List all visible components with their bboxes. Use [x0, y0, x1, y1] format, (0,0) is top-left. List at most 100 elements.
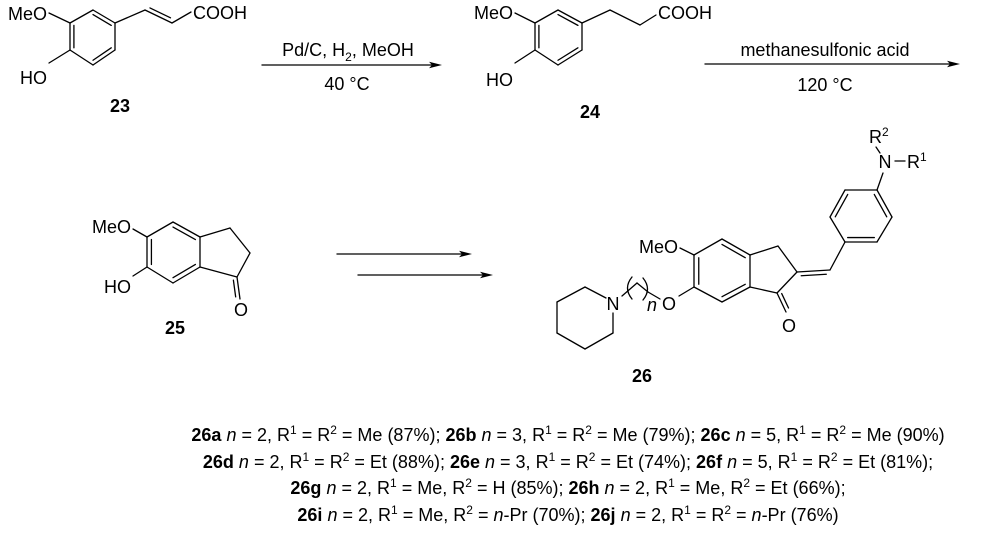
compound-26: MeO O O N n N R1 R2 26: [607, 125, 928, 386]
compound-25: MeO HO O 25: [92, 217, 248, 338]
double-bond: [144, 9, 173, 24]
carboxyl-label: COOH: [193, 3, 247, 23]
ring-bond: [172, 221, 201, 238]
bond-line: [679, 247, 695, 256]
bond-layer: [48, 7, 960, 350]
bond-line: [114, 9, 146, 24]
carboxyl-label: COOH: [658, 3, 712, 23]
aromatic-inner-bond: [873, 193, 888, 218]
methoxy-label: MeO: [639, 237, 678, 257]
ring-bond: [92, 49, 116, 66]
bond-line: [556, 332, 586, 350]
arrowhead-icon: [429, 61, 442, 69]
bond-line: [749, 286, 778, 294]
ring-bond: [69, 9, 94, 24]
aromatic-inner-bond: [834, 193, 849, 218]
bond-line: [829, 241, 846, 271]
variant-list: 26a n = 2, R1 = R2 = Me (87%); 26b n = 3…: [191, 423, 944, 525]
variant-label: 26i: [297, 505, 322, 525]
ring-bond: [146, 266, 174, 284]
arrowhead-icon: [480, 271, 493, 279]
conditions-label: 120 °C: [797, 75, 852, 95]
bond-line: [875, 146, 881, 154]
bond-line: [556, 286, 586, 303]
ring-bond: [829, 189, 846, 218]
compound-label: 23: [110, 96, 130, 116]
bond-line: [229, 227, 251, 254]
ring-bond: [693, 286, 723, 303]
compound-24: MeO HO COOH 24: [474, 3, 712, 122]
aromatic-inner-bond: [721, 283, 746, 298]
ring-bond: [557, 49, 583, 66]
hydroxy-label: HO: [104, 277, 131, 297]
aromatic-inner-bond: [92, 47, 112, 61]
aromatic-inner-bond: [172, 226, 197, 241]
variant-label: 26a: [191, 425, 222, 445]
bond-line: [678, 286, 695, 297]
bond-line: [132, 266, 148, 277]
carbonyl-oxygen-label: O: [234, 300, 248, 320]
aromatic-inner-bond: [92, 13, 112, 27]
reagents-label: Pd/C, H2, MeOH: [282, 40, 414, 64]
bond-line: [48, 12, 71, 24]
r2-label: R2: [869, 125, 889, 147]
ether-oxygen-label: O: [662, 294, 676, 314]
bond-line: [609, 9, 641, 26]
bond-line: [514, 12, 536, 24]
bond-line: [584, 286, 607, 299]
variant-line: 26g n = 2, R1 = Me, R2 = H (85%); 26h n …: [290, 476, 845, 498]
bond-line: [636, 282, 649, 293]
arrowhead-icon: [459, 250, 472, 258]
bond-line: [514, 49, 536, 64]
hydroxy-label: HO: [20, 68, 47, 88]
double-bond: [781, 292, 790, 309]
arrowhead-icon: [947, 60, 960, 68]
conditions-label: 40 °C: [324, 74, 369, 94]
reaction-arrow-2: methanesulfonic acid 120 °C: [740, 40, 909, 95]
bond-line: [199, 227, 231, 238]
double-bond: [800, 273, 827, 277]
bond-line: [749, 245, 779, 256]
hydroxy-label: HO: [486, 70, 513, 90]
double-bond: [236, 276, 241, 300]
double-bond: [149, 7, 172, 19]
bond-line: [48, 49, 71, 64]
ring-bond: [92, 9, 116, 24]
methoxy-label: MeO: [8, 4, 47, 24]
ring-bond: [557, 9, 583, 24]
methoxy-label: MeO: [92, 217, 131, 237]
variant-line: 26i n = 2, R1 = Me, R2 = n-Pr (70%); 26j…: [297, 503, 838, 525]
variant-label: 26j: [586, 505, 616, 525]
aromatic-inner-bond: [172, 263, 197, 279]
bond-line: [171, 11, 192, 24]
compound-label: 24: [580, 102, 600, 122]
variant-label: 26h: [563, 478, 599, 498]
compound-label: 25: [165, 318, 185, 338]
bond-line: [621, 282, 638, 297]
compound-label: 26: [632, 366, 652, 386]
piperidine-nitrogen-label: N: [607, 294, 620, 314]
reaction-arrow-1: Pd/C, H2, MeOH 40 °C: [282, 40, 414, 94]
ring-bond: [69, 49, 94, 66]
aromatic-inner-bond: [557, 13, 579, 27]
bond-line: [876, 172, 884, 191]
compound-23: MeO HO COOH 23: [8, 3, 247, 116]
ring-bond: [829, 216, 846, 243]
bond-line: [776, 271, 798, 294]
double-bond: [232, 279, 237, 298]
variant-label: 26d: [203, 452, 234, 472]
ring-bond: [721, 238, 751, 256]
bond-line: [236, 252, 251, 278]
open-parenthesis: [626, 276, 633, 300]
ring-bond: [534, 49, 559, 66]
variant-label: 26g: [290, 478, 321, 498]
variant-label: 26f: [691, 452, 723, 472]
variant-label: 26c: [696, 425, 731, 445]
r1-label: R1: [907, 150, 927, 172]
methoxy-label: MeO: [474, 3, 513, 23]
aromatic-inner-bond: [721, 243, 746, 259]
aromatic-inner-bond: [557, 47, 579, 61]
bond-line: [639, 14, 657, 26]
ring-bond: [172, 266, 201, 284]
